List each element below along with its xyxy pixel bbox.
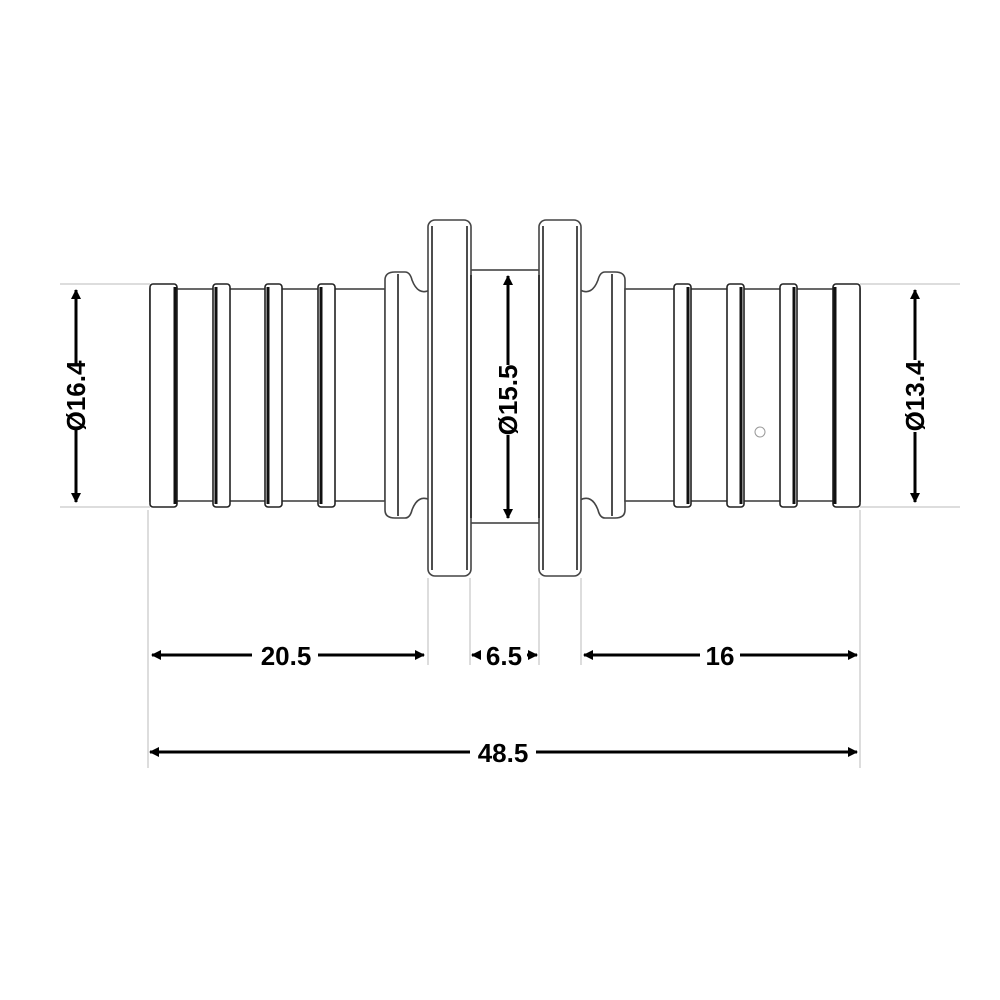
barb-rib — [149, 283, 178, 508]
center-diameter-label: Ø15.5 — [493, 365, 523, 436]
center-length-label: 6.5 — [486, 641, 522, 671]
total-length-label: 48.5 — [478, 738, 529, 768]
dimension-center-diameter: Ø15.5 — [493, 275, 523, 519]
right-diameter-label: Ø13.4 — [900, 360, 930, 431]
dimension-left-length: 20.5 — [151, 640, 425, 671]
left-length-label: 20.5 — [261, 641, 312, 671]
extension-lines — [60, 283, 960, 768]
barb-rib — [832, 283, 861, 508]
dimension-left-diameter: Ø16.4 — [61, 289, 91, 503]
marker-dot — [754, 426, 766, 438]
coupling-part — [149, 219, 861, 577]
dimension-center-length: 6.5 — [471, 640, 538, 671]
dimension-right-diameter: Ø13.4 — [900, 289, 930, 503]
left-diameter-label: Ø16.4 — [61, 360, 91, 431]
dimension-total-length: 48.5 — [149, 737, 858, 768]
dimension-right-length: 16 — [583, 640, 858, 671]
right-length-label: 16 — [706, 641, 735, 671]
